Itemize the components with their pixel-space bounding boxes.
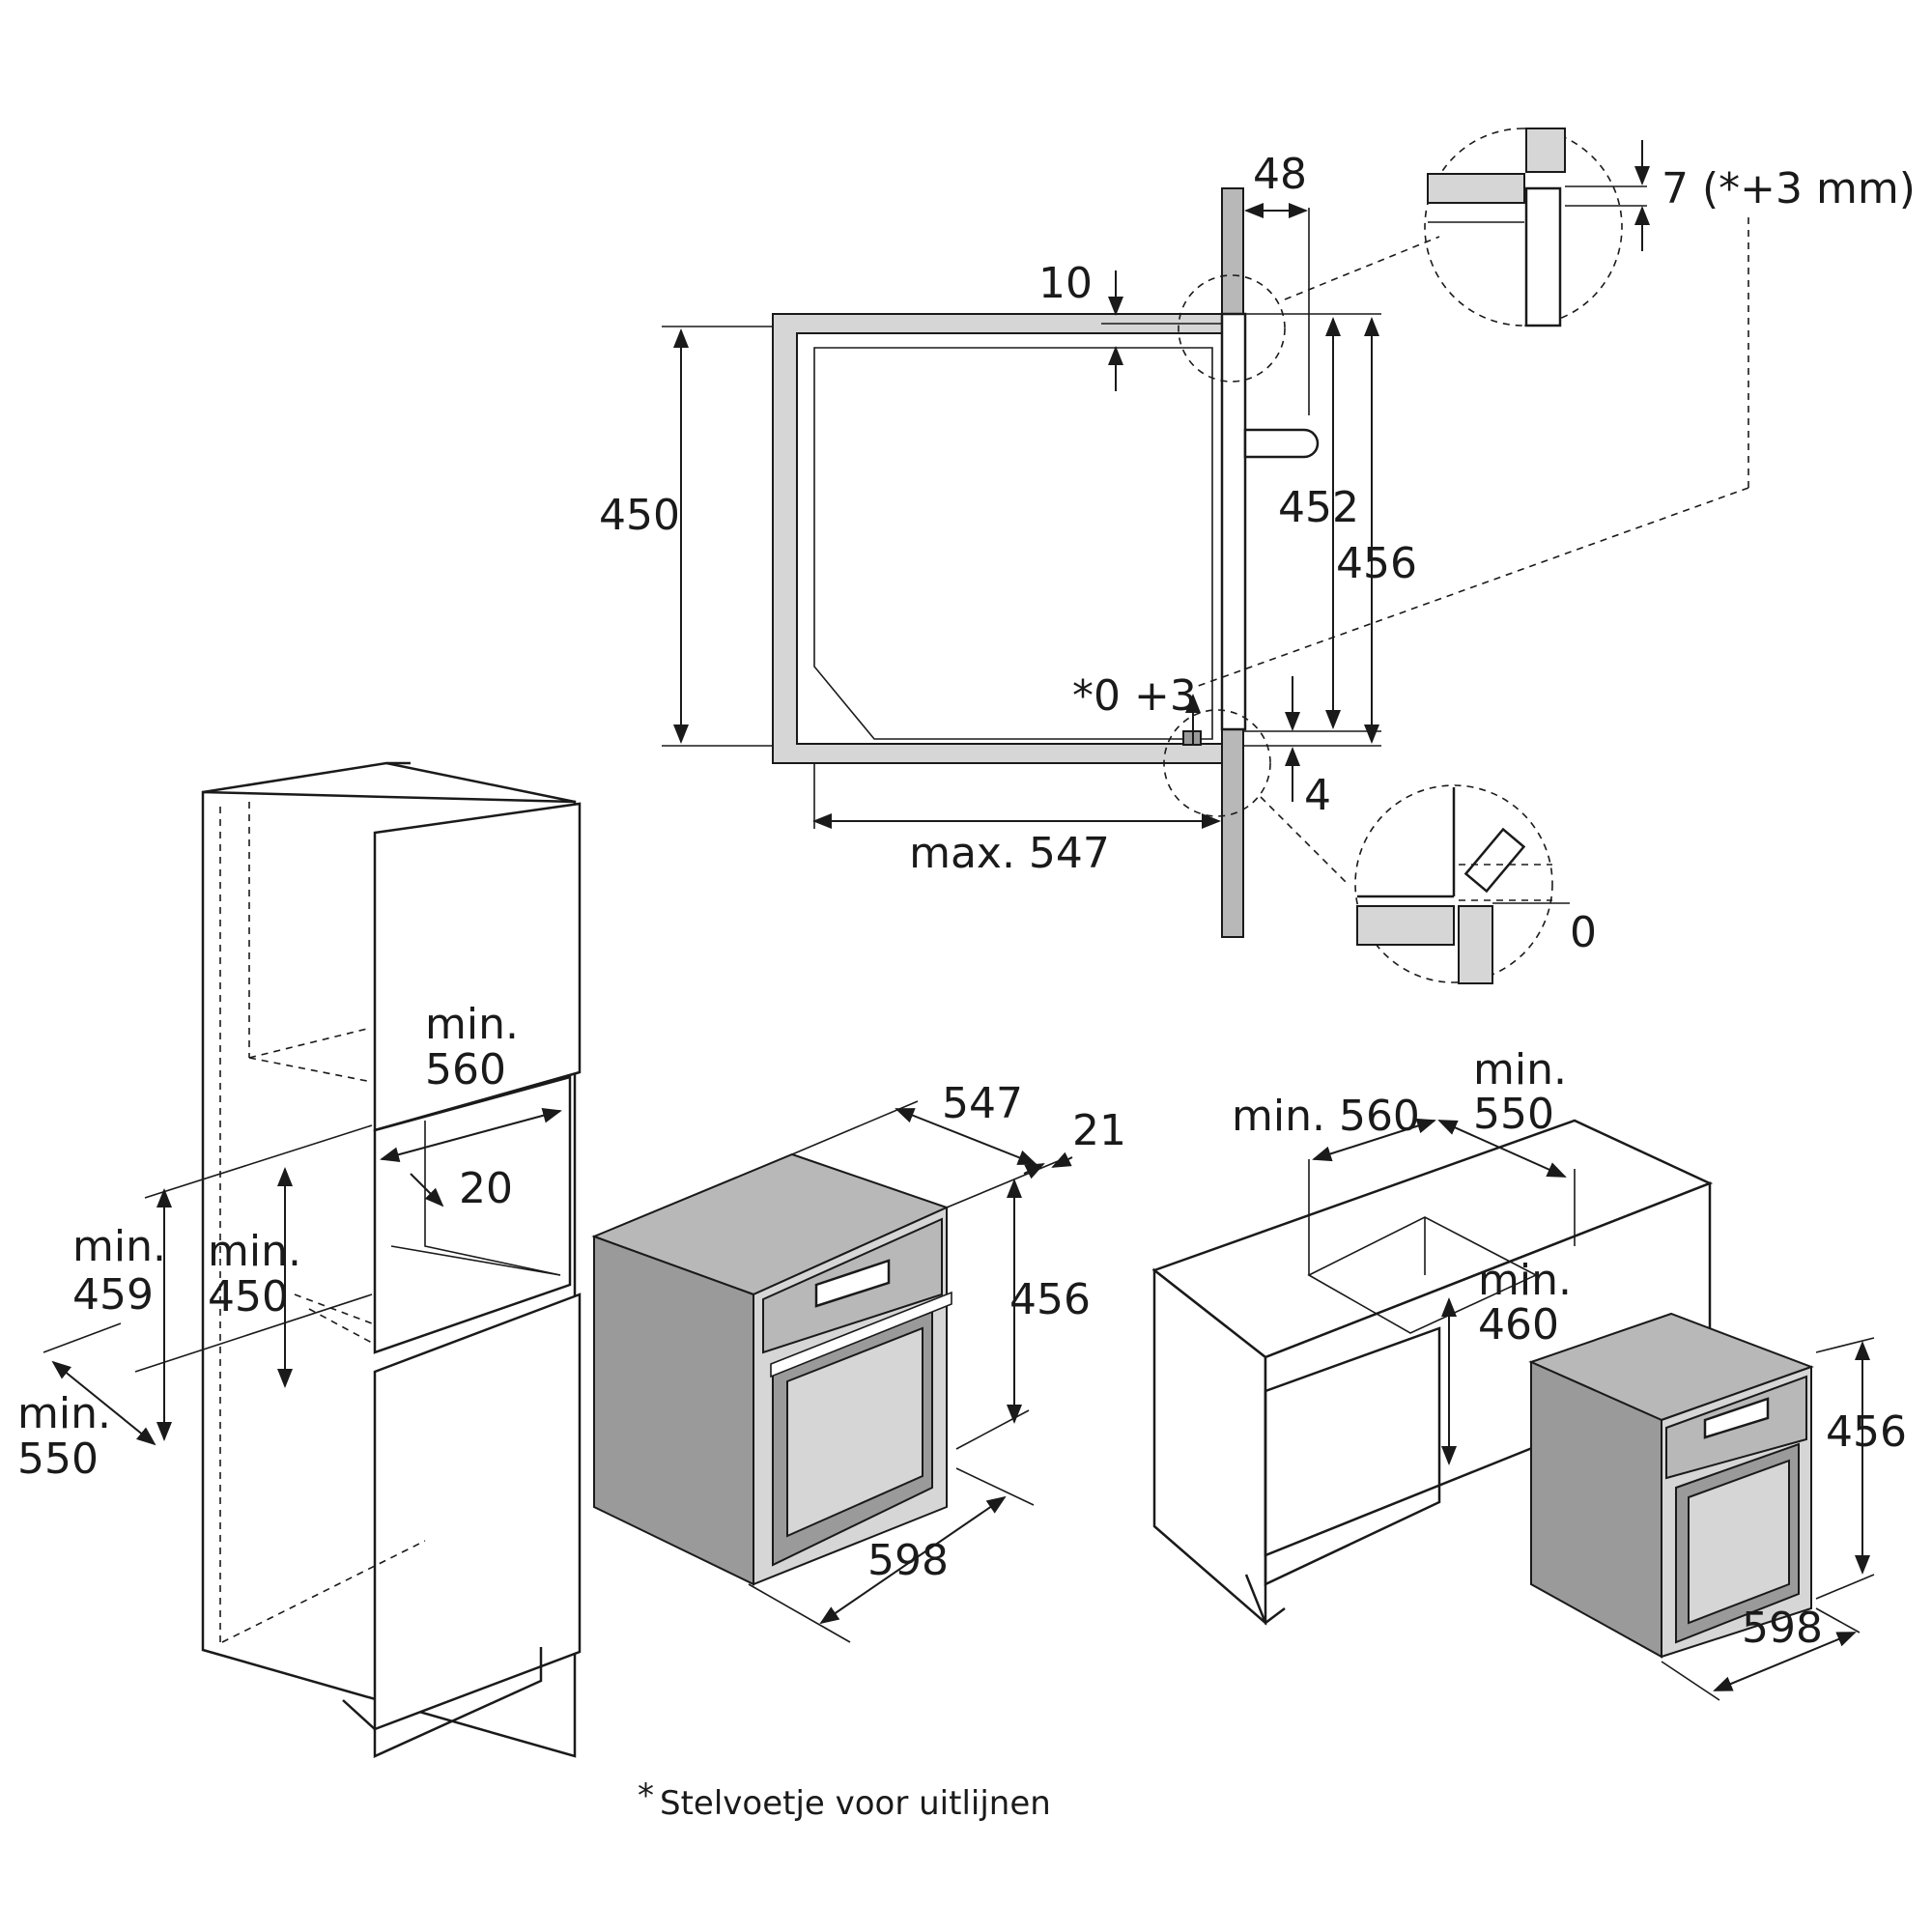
label-4: 4 (1304, 771, 1331, 820)
label-547: 547 (942, 1079, 1023, 1128)
label-7: 7 (*+3 mm) (1662, 164, 1916, 213)
label-48: 48 (1253, 150, 1307, 199)
section-detail: 450 452 456 48 10 4 *0 +3 max. 547 (599, 128, 1916, 984)
dim-560-tall (380, 1107, 562, 1163)
dim-560-uc (1312, 1118, 1436, 1162)
dim-550-uc (1437, 1120, 1567, 1178)
label-560: 560 (425, 1045, 506, 1094)
door-handle-section (1243, 428, 1320, 459)
label-max547: max. 547 (909, 829, 1110, 878)
footnote-star: * (638, 1776, 654, 1815)
magnifier-bottom: 0 (1354, 784, 1597, 984)
label-min-550: min. (17, 1389, 111, 1438)
label-459: 459 (72, 1270, 154, 1320)
label-21: 21 (1072, 1106, 1126, 1155)
label-550: 550 (17, 1435, 99, 1484)
label-0p3: *0 +3 (1072, 671, 1197, 721)
label-598-oven: 598 (867, 1536, 949, 1585)
detail-circle-bottom (1163, 709, 1271, 817)
oven-perspective: 547 21 456 598 (591, 1079, 1126, 1643)
label-20: 20 (459, 1164, 513, 1213)
label-452: 452 (1278, 483, 1359, 532)
footnote-text: Stelvoetje voor uitlijnen (660, 1784, 1051, 1823)
label-min-459: min. (72, 1222, 166, 1271)
oven-door-section (1220, 312, 1247, 731)
magnifier-top: 7 (*+3 mm) (1192, 128, 1916, 689)
label-10: 10 (1038, 259, 1093, 308)
dim-547 (895, 1108, 1037, 1165)
label-450: 450 (599, 491, 680, 540)
label-456-uc: 456 (1826, 1407, 1907, 1457)
oven-inner-outline (813, 347, 1213, 740)
dim-598-uc (1713, 1632, 1857, 1691)
dim-550-tall (51, 1360, 156, 1446)
label-460: 460 (1478, 1300, 1559, 1350)
under-counter: min. 560 min. 550 min. 460 456 598 (1151, 1045, 1907, 1701)
label-598-uc: 598 (1742, 1604, 1823, 1653)
label-min-450: min. (208, 1227, 301, 1276)
label-550-uc: 550 (1473, 1090, 1554, 1139)
label-450: 450 (208, 1272, 289, 1321)
footnote: * Stelvoetje voor uitlijnen (638, 1776, 1051, 1823)
label-min-460: min. (1478, 1256, 1572, 1305)
label-456-oven: 456 (1009, 1275, 1091, 1324)
label-0: 0 (1570, 908, 1597, 957)
label-min-550-uc: min. (1473, 1045, 1567, 1094)
label-min-560: min. (425, 1000, 519, 1049)
dim-598-oven (819, 1495, 1007, 1625)
label-456: 456 (1336, 539, 1417, 588)
tall-cabinet: min. 560 20 min. 459 min. 450 min. 550 (17, 761, 582, 1758)
detail-circle-top (1178, 274, 1286, 383)
